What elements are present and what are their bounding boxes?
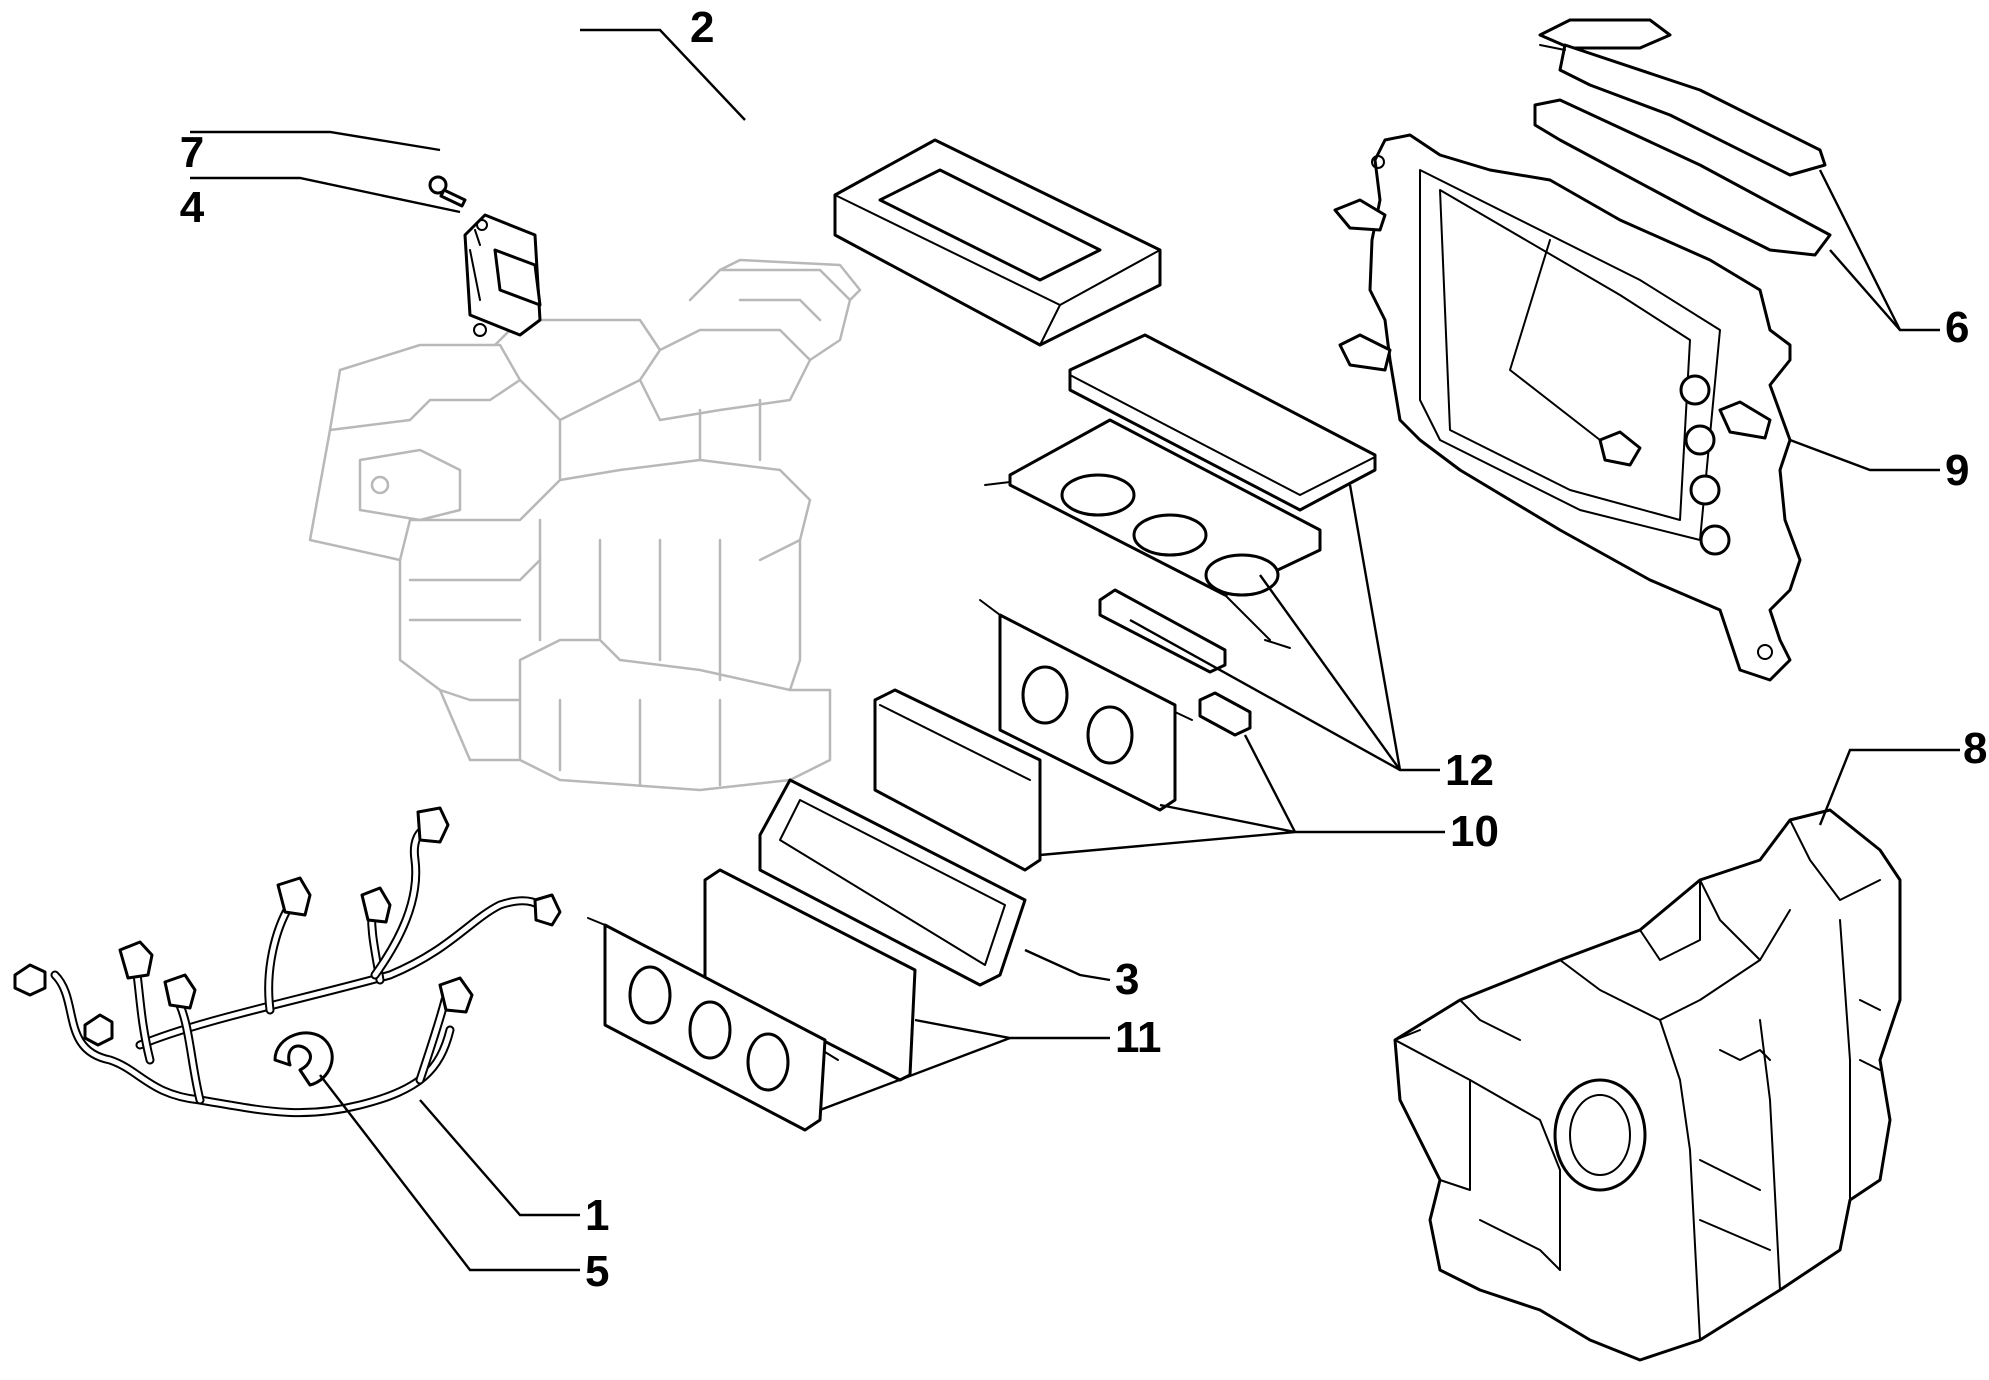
- part-7-screw: [428, 175, 467, 208]
- callout-8: 8: [1963, 724, 1987, 773]
- callout-7: 7: [180, 128, 204, 177]
- callout-5: 5: [585, 1247, 609, 1296]
- callout-12: 12: [1445, 746, 1494, 795]
- part-2-seal-frame: [833, 138, 1162, 347]
- callout-3: 3: [1115, 955, 1139, 1004]
- part-9-housing-plate: [1333, 133, 1802, 682]
- callout-10: 10: [1450, 807, 1499, 856]
- part-1-wiring-harness: [13, 806, 562, 1118]
- part-3-frame: [758, 778, 1027, 987]
- callout-1: 1: [585, 1191, 609, 1240]
- ghost-heater-housing: [308, 258, 862, 792]
- callout-11: 11: [1115, 1013, 1162, 1062]
- callout-4: 4: [180, 183, 205, 232]
- part-11-flap: [587, 917, 839, 1132]
- part-5-grommet: [273, 1031, 334, 1087]
- part-10-flap: [979, 599, 1252, 812]
- part-4-resistor: [463, 213, 542, 337]
- callout-9: 9: [1945, 446, 1969, 495]
- part-10-panel: [873, 688, 1042, 872]
- part-12-flap-upper: [984, 418, 1322, 649]
- callout-6: 6: [1945, 303, 1969, 352]
- leader-lines: [190, 28, 1960, 1272]
- part-8-heater-assembly: [1393, 808, 1902, 1362]
- part-12-filter-pad: [1068, 333, 1377, 512]
- callout-2: 2: [690, 3, 714, 52]
- part-12-strip: [1098, 588, 1227, 674]
- part-6-brackets: [1533, 18, 1832, 257]
- callout-labels: 2 7 4 6 9 12 8 10 3 11 1 5: [180, 3, 1988, 1296]
